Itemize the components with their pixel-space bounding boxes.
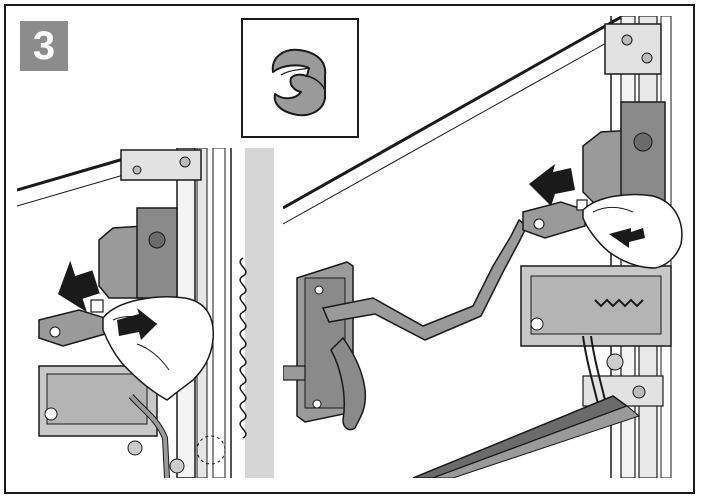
- right-detail-panel: [283, 16, 687, 478]
- step-number-badge: 3: [20, 21, 68, 71]
- arrow-left-icon: [529, 164, 575, 206]
- outer-frame: [4, 4, 695, 494]
- retaining-clip-icon: [271, 48, 327, 117]
- lock-closeup-illustration: [17, 148, 274, 478]
- clip-inset-box: [241, 18, 359, 138]
- door-handle-illustration: [283, 16, 683, 478]
- left-detail-panel: [17, 148, 274, 478]
- wall-strip: [245, 148, 274, 478]
- arrow-left-icon: [609, 228, 645, 248]
- hand: [582, 193, 683, 269]
- arrow-left-icon: [57, 260, 100, 313]
- arrow-right-icon: [117, 308, 157, 340]
